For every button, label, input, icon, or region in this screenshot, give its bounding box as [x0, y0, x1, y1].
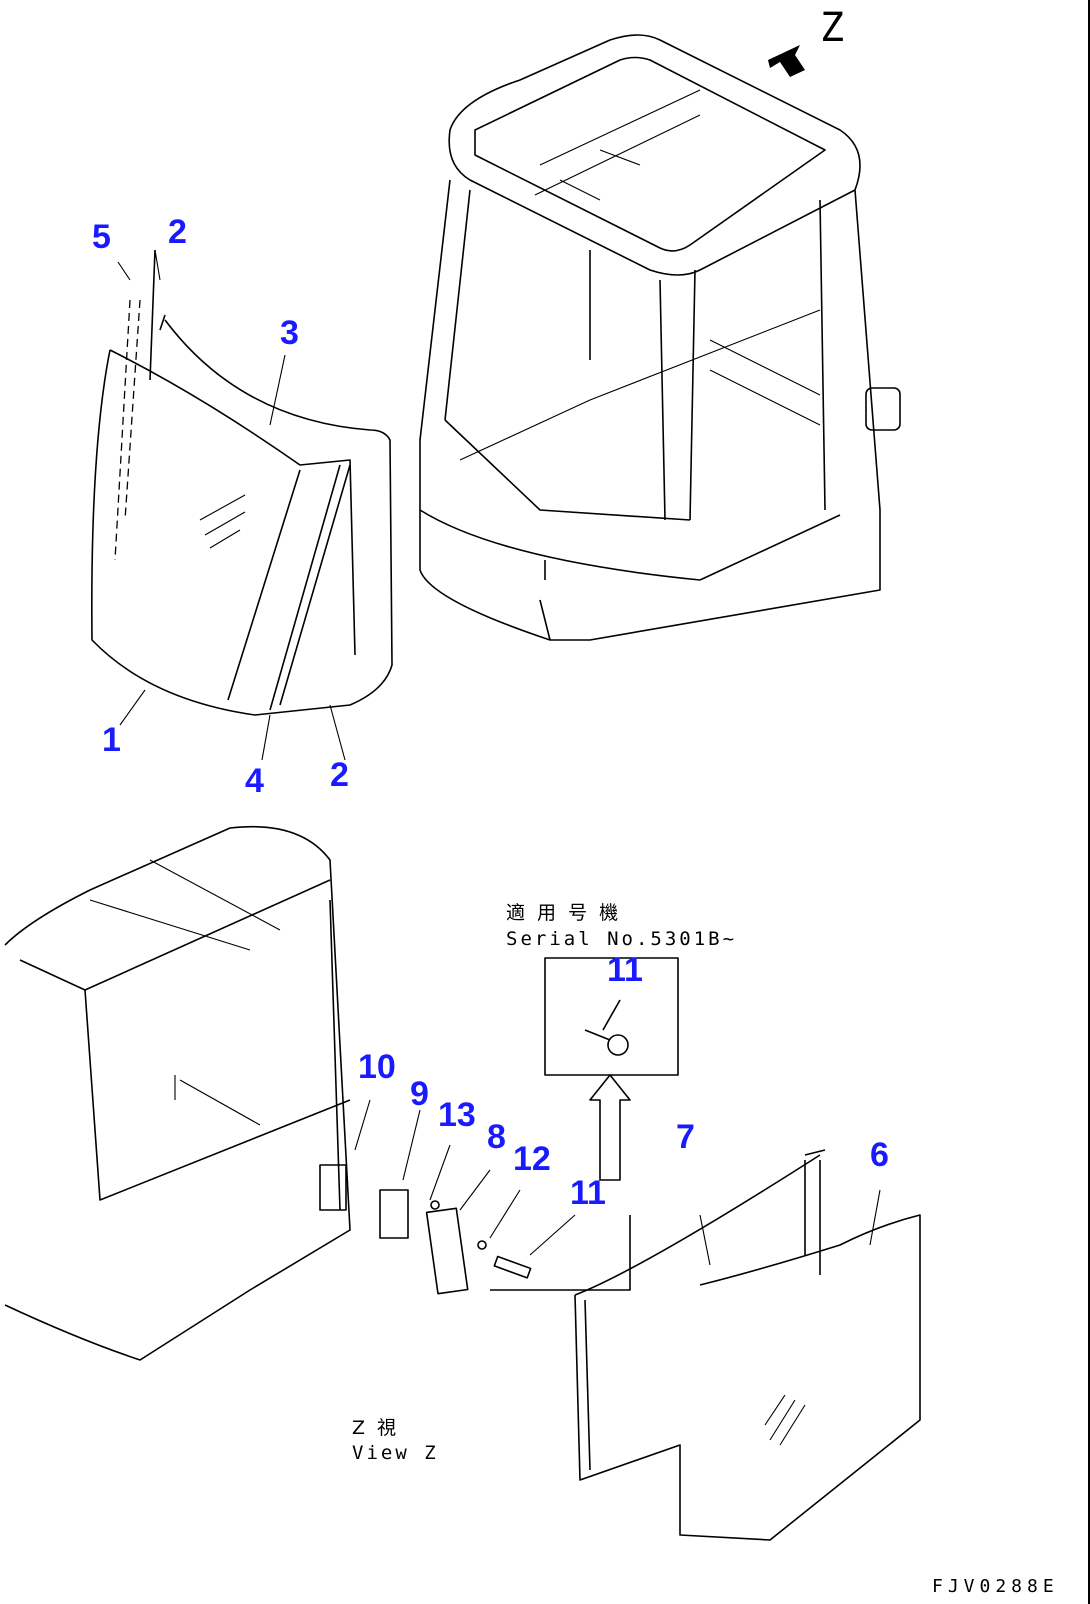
callout-2: 2 [330, 756, 349, 794]
front-glass [91, 249, 393, 761]
serial-inset-box [544, 957, 679, 1076]
cab-frame-top [419, 34, 901, 641]
callout-13: 13 [438, 1096, 476, 1134]
applicability-jp: 適 用 号 機 [506, 902, 622, 924]
drawing-code: FJV0288E [932, 1576, 1059, 1597]
callout-2: 2 [168, 213, 187, 251]
callout-3: 3 [280, 314, 299, 352]
view-label-en: View Z [352, 1442, 439, 1464]
view-arrow-icon [768, 45, 805, 77]
callout-7: 7 [676, 1118, 695, 1156]
callout-1: 1 [102, 721, 121, 759]
callout-10: 10 [358, 1048, 396, 1086]
cab-view-z [4, 825, 631, 1361]
callout-5: 5 [92, 218, 111, 256]
callout-11: 11 [570, 1174, 606, 1212]
callout-11: 11 [607, 951, 643, 989]
callout-6: 6 [870, 1136, 889, 1174]
callout-8: 8 [487, 1118, 506, 1156]
callout-12: 12 [513, 1140, 551, 1178]
view-label-jp: Z 視 [352, 1417, 400, 1439]
view-marker-z: Z [820, 5, 848, 51]
callout-9: 9 [410, 1075, 429, 1113]
applicability-serial: Serial No.5301B~ [506, 928, 738, 950]
callout-4: 4 [245, 762, 264, 800]
door-glass [574, 1149, 921, 1541]
part-11-detail [584, 999, 629, 1056]
